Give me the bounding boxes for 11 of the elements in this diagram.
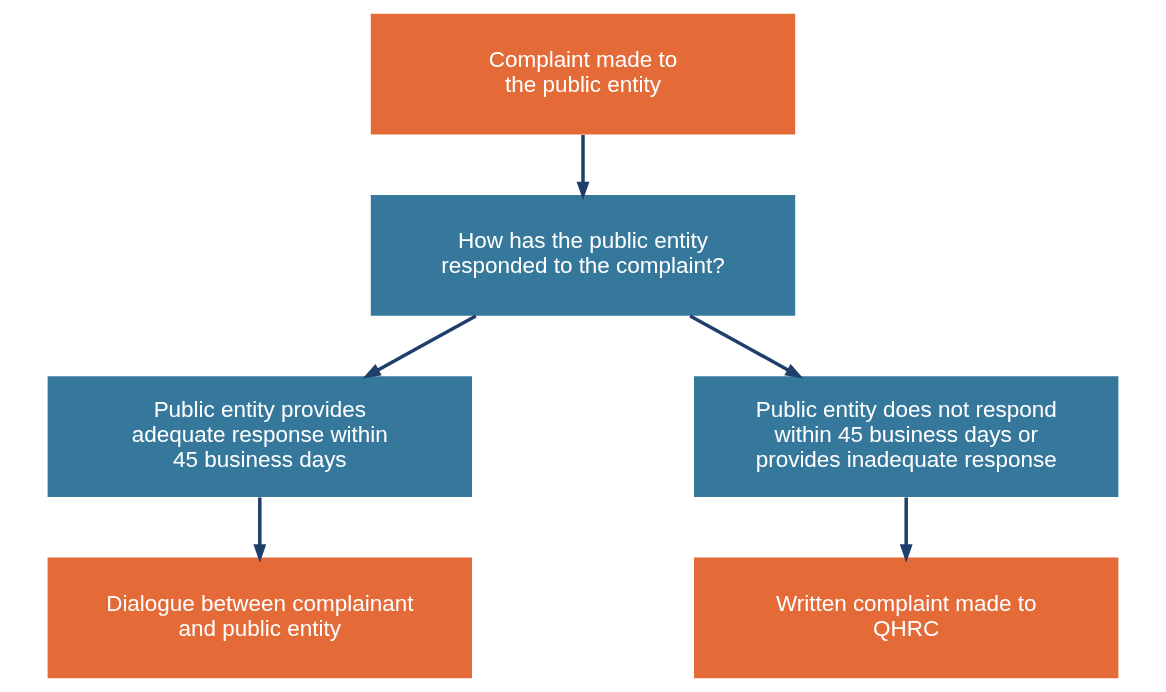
node-box: Dialogue between complainant and public entity (47, 557, 472, 679)
arrow (576, 134, 590, 201)
node-box: Written complaint made to QHRC (694, 557, 1119, 679)
arrow (362, 314, 477, 379)
arrow (253, 497, 267, 563)
arrow (899, 497, 913, 563)
node-box: Complaint made to the public entity (370, 13, 796, 135)
node-box: Public entity does not respond within 45 business days or provides inadequate response (694, 376, 1119, 498)
arrow (689, 314, 804, 379)
node-box: How has the public entity responded to the complaint? (370, 194, 796, 316)
node-box: Public entity provides adequate response within 45 business days (47, 376, 472, 498)
